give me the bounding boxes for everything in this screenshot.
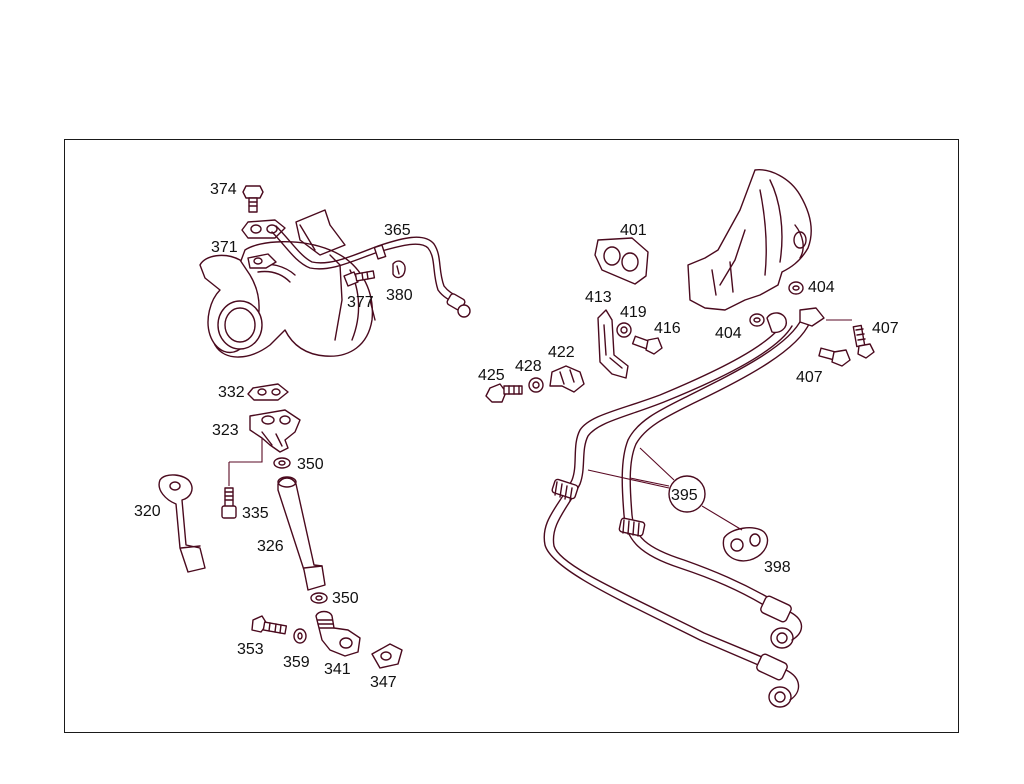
engine-block-section (687, 169, 812, 311)
callout-332: 332 (218, 384, 245, 401)
bolt-353 (251, 615, 288, 635)
callout-374: 374 (210, 181, 237, 198)
callout-407-right: 407 (872, 320, 899, 337)
callout-404-upper: 404 (808, 279, 835, 296)
washer-359 (293, 628, 307, 644)
washer-350-upper (273, 457, 291, 469)
callout-365: 365 (384, 222, 411, 239)
callout-350-upper: 350 (297, 456, 324, 473)
bolt-407-left (818, 347, 851, 367)
callout-335: 335 (242, 505, 269, 522)
callout-404-lower: 404 (715, 325, 742, 342)
oil-pipe-365 (271, 225, 471, 318)
washer-428 (528, 377, 544, 393)
callout-416: 416 (654, 320, 681, 337)
callout-341: 341 (324, 661, 351, 678)
clip-380 (392, 260, 406, 279)
callout-425: 425 (478, 367, 505, 384)
washer-404-upper (788, 281, 804, 295)
bolt-374 (242, 185, 264, 213)
callout-371: 371 (211, 239, 238, 256)
bolt-407-right (852, 324, 875, 359)
bolt-335 (221, 487, 237, 519)
return-flange-323 (249, 409, 301, 453)
washer-419 (616, 322, 632, 338)
washer-350-lower (310, 592, 328, 604)
callout-398: 398 (764, 559, 791, 576)
callout-377: 377 (347, 294, 374, 311)
callout-401: 401 (620, 222, 647, 239)
bracket-413 (597, 309, 629, 379)
callout-ring-395 (668, 475, 706, 513)
callout-347: 347 (370, 674, 397, 691)
diagram-frame (64, 139, 959, 733)
gasket-401 (594, 237, 649, 285)
turbocharger (199, 209, 376, 358)
bracket-398 (722, 527, 769, 562)
callout-419: 419 (620, 304, 647, 321)
callout-413: 413 (585, 289, 612, 306)
bolt-425 (485, 383, 523, 403)
callout-323: 323 (212, 422, 239, 439)
pipe-320 (158, 474, 206, 573)
callout-353: 353 (237, 641, 264, 658)
gasket-347 (371, 643, 403, 669)
callout-326: 326 (257, 538, 284, 555)
oil-cooler-lines-395 (543, 307, 825, 708)
bolt-416 (631, 335, 663, 355)
gasket-332 (247, 383, 289, 401)
elbow-flange-341 (315, 610, 361, 657)
washer-404-lower (749, 313, 765, 327)
bolt-377 (343, 270, 376, 287)
callout-359: 359 (283, 654, 310, 671)
callout-422: 422 (548, 344, 575, 361)
callout-428: 428 (515, 358, 542, 375)
callout-395: 395 (671, 487, 698, 504)
callout-380: 380 (386, 287, 413, 304)
return-pipe-326 (277, 476, 326, 591)
callout-407-left: 407 (796, 369, 823, 386)
callout-320: 320 (134, 503, 161, 520)
callout-350-lower: 350 (332, 590, 359, 607)
clamp-422 (549, 365, 585, 393)
